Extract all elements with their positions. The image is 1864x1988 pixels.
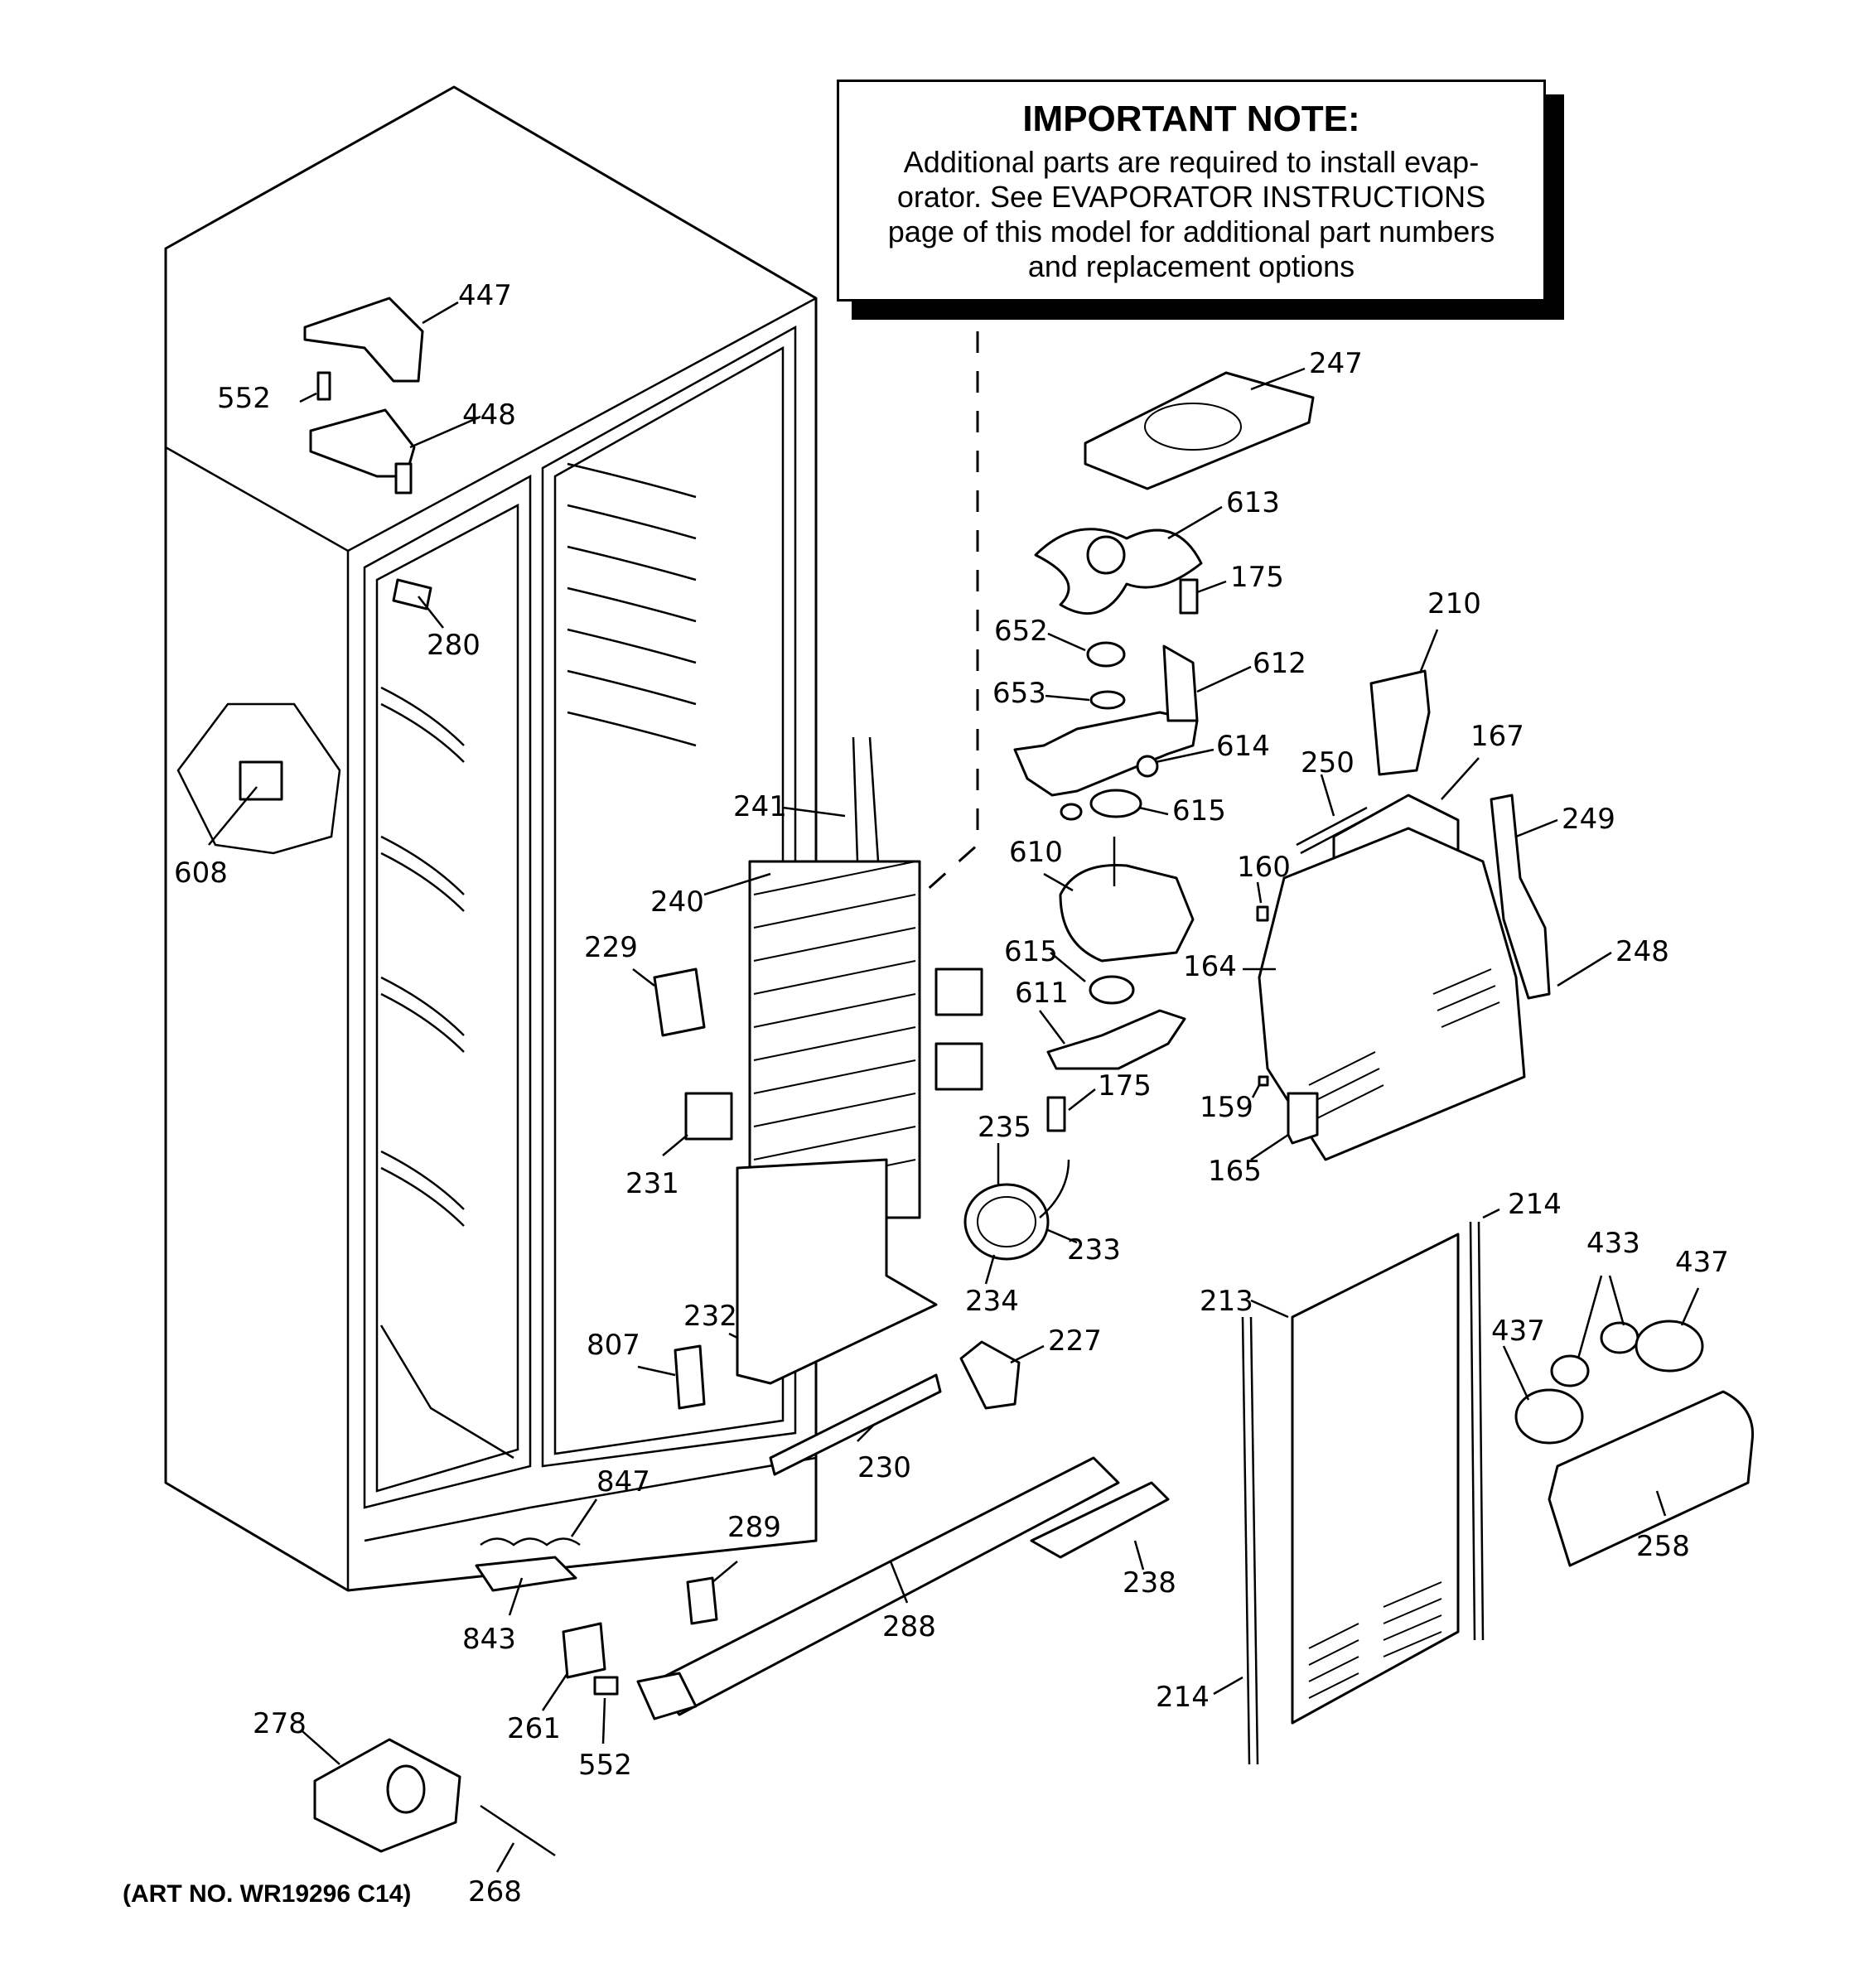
note-title: IMPORTANT NOTE: [1022,99,1360,139]
part-label: 847 [596,1465,650,1498]
part-label: 159 [1200,1091,1253,1124]
part-shapes [176,297,1755,1857]
part-label: 248 [1615,935,1669,968]
part-label: 160 [1237,851,1291,884]
part-label: 552 [578,1749,632,1782]
part-label: 552 [217,382,271,415]
part-label: 213 [1200,1285,1253,1318]
part-label: 214 [1156,1681,1210,1714]
part-label: 229 [584,931,638,964]
part-label: 280 [427,629,480,662]
part-label: 611 [1015,977,1069,1010]
part-label: 437 [1491,1315,1545,1348]
note-line: and replacement options [1027,249,1355,283]
part-label: 610 [1009,836,1063,869]
part-label: 278 [253,1707,307,1740]
part-label: 175 [1098,1069,1152,1103]
part-label: 232 [683,1300,737,1333]
part-label: 240 [650,885,704,919]
part-label: 233 [1067,1233,1121,1267]
part-label: 175 [1230,561,1284,594]
part-label: 843 [462,1623,516,1656]
part-label: 612 [1253,647,1306,680]
part-label: 258 [1636,1530,1690,1563]
note-line: Additional parts are required to install… [903,145,1480,179]
part-label: 608 [174,856,228,890]
note-line: orator. See EVAPORATOR INSTRUCTIONS [896,180,1486,214]
part-label: 807 [587,1329,640,1362]
part-label: 261 [507,1712,561,1745]
part-label: 652 [994,615,1048,648]
part-label: 231 [625,1167,679,1200]
leader-lines [208,301,1700,1873]
part-label: 437 [1675,1246,1729,1279]
evaporator-indicator-line [902,331,979,913]
part-label: 241 [733,790,787,823]
part-label: 289 [727,1511,781,1544]
part-label: 234 [965,1285,1019,1318]
part-label: 227 [1048,1325,1102,1358]
part-label: 210 [1427,587,1481,620]
part-label: 288 [882,1610,936,1643]
part-label: 653 [992,677,1046,710]
part-label: 448 [462,398,516,432]
note-body: Additional parts are required to install… [839,145,1543,284]
part-label: 250 [1301,746,1355,779]
part-label: 447 [458,279,512,312]
part-label: 615 [1172,794,1226,828]
part-label: 614 [1216,730,1270,763]
note-line: page of this model for additional part n… [887,215,1495,248]
part-label: 249 [1562,803,1615,836]
part-label: 230 [857,1451,911,1484]
part-label: 164 [1183,950,1237,983]
part-label: 238 [1123,1566,1176,1600]
art-number: (ART NO. WR19296 C14) [123,1880,412,1908]
part-label: 247 [1309,347,1363,380]
important-note: IMPORTANT NOTE: Additional parts are req… [837,80,1546,302]
part-labels: 447 552 448 280 608 241 240 229 231 247 … [174,279,1729,1908]
part-label: 268 [468,1875,522,1908]
part-label: 165 [1208,1155,1262,1188]
part-label: 615 [1004,935,1058,968]
part-label: 235 [978,1111,1031,1144]
part-label: 613 [1226,486,1280,519]
part-label: 433 [1586,1227,1640,1260]
cabinet [164,85,818,1592]
part-label: 167 [1470,720,1524,753]
part-label: 214 [1508,1188,1562,1221]
